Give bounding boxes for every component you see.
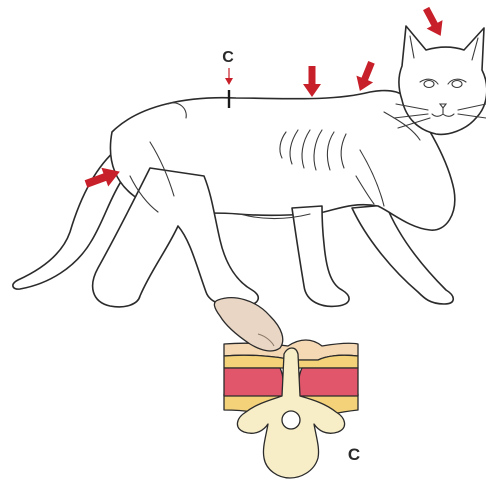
muscle-left [224, 368, 283, 396]
arrow-down-icon [303, 66, 321, 97]
palpating-finger [214, 298, 282, 351]
cat-near-front-leg [292, 206, 349, 306]
section-label-top: C [222, 49, 234, 66]
section-label-bottom: C [348, 445, 360, 464]
cat-illustration [13, 26, 486, 307]
arrow-down-icon [418, 4, 448, 40]
spinal-canal [282, 411, 300, 429]
muscle-right [299, 368, 358, 396]
spine-cross-section [224, 340, 358, 478]
cat-head [399, 26, 486, 134]
arrow-down-icon [352, 59, 380, 94]
